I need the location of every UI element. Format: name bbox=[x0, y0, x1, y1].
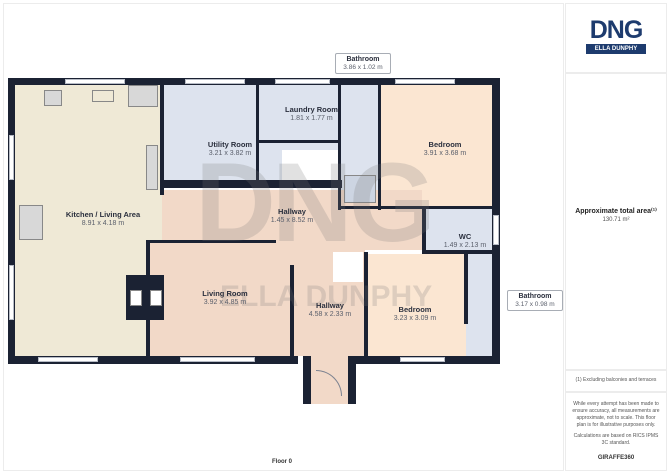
room-name: Laundry Room bbox=[285, 105, 338, 114]
room-name: Kitchen / Living Area bbox=[65, 210, 141, 219]
room-bathroom-right bbox=[466, 254, 496, 356]
room-dimensions: 4.58 x 2.33 m bbox=[308, 311, 352, 318]
wall bbox=[256, 85, 259, 185]
area-title: Approximate total area⁽¹⁾ bbox=[575, 208, 657, 215]
calculation-note: Calculations are based on RICS IPMS 3C s… bbox=[573, 433, 659, 446]
room-dimensions: 3.23 x 3.09 m bbox=[393, 315, 437, 322]
floor-label: Floor 0 bbox=[271, 459, 292, 465]
room-name: Hallway bbox=[278, 207, 306, 216]
room-bedroom-top bbox=[380, 80, 495, 206]
room-dimensions: 3.92 x 4.85 m bbox=[203, 299, 247, 306]
room-name: Bathroom bbox=[346, 56, 380, 63]
room-laundry bbox=[258, 80, 340, 150]
room-label-kitchen: Kitchen / Living Area 8.91 x 4.18 m bbox=[48, 210, 158, 227]
hob-fixture bbox=[44, 90, 62, 106]
room-name: Bathroom bbox=[518, 293, 552, 300]
room-dimensions: 3.86 x 1.02 m bbox=[343, 64, 383, 71]
window bbox=[180, 357, 255, 362]
window bbox=[9, 265, 14, 320]
wall bbox=[422, 208, 426, 253]
wall bbox=[8, 356, 298, 364]
area-box: Approximate total area⁽¹⁾ 130.71 m² bbox=[565, 73, 667, 370]
room-label-hallway-entry: Hallway 4.58 x 2.33 m bbox=[300, 301, 360, 318]
room-wc bbox=[422, 208, 495, 250]
footnote-box: (1) Excluding balconies and terraces bbox=[565, 370, 667, 392]
room-label-bedroom-top: Bedroom 3.91 x 3.68 m bbox=[415, 140, 475, 157]
room-dimensions: 1.81 x 1.77 m bbox=[290, 115, 333, 122]
callout-bathroom-right: Bathroom 3.17 x 0.98 m bbox=[507, 290, 563, 311]
wall bbox=[160, 85, 164, 195]
stove-fixture bbox=[150, 290, 162, 306]
room-bedroom-bottom bbox=[368, 254, 466, 356]
sink-fixture bbox=[92, 90, 114, 102]
room-dimensions: 1.45 x 8.52 m bbox=[270, 217, 314, 224]
room-dimensions: 3.91 x 3.68 m bbox=[423, 150, 467, 157]
room-dimensions: 3.17 x 0.98 m bbox=[515, 301, 555, 308]
window bbox=[9, 135, 14, 180]
window bbox=[493, 215, 499, 245]
window bbox=[185, 79, 245, 84]
stove-fixture bbox=[130, 290, 142, 306]
room-name: Utility Room bbox=[207, 140, 253, 149]
room-label-utility: Utility Room 3.21 x 3.82 m bbox=[195, 140, 265, 157]
brand-logo: DNG bbox=[589, 16, 644, 44]
window bbox=[65, 79, 125, 84]
room-label-laundry: Laundry Room 1.81 x 1.77 m bbox=[279, 105, 344, 122]
cabinet-fixture bbox=[19, 205, 43, 240]
wall bbox=[146, 240, 276, 243]
footnote: (1) Excluding balconies and terraces bbox=[575, 377, 657, 383]
fridge-fixture bbox=[128, 85, 158, 107]
wall bbox=[303, 356, 311, 404]
room-label-bedroom-bottom: Bedroom 3.23 x 3.09 m bbox=[385, 305, 445, 322]
room-stairs bbox=[333, 252, 363, 282]
wall bbox=[378, 85, 381, 210]
room-name: Hallway bbox=[316, 301, 344, 310]
room-dimensions: 3.21 x 3.82 m bbox=[208, 150, 252, 157]
wall bbox=[162, 180, 342, 188]
room-label-hallway-main: Hallway 1.45 x 8.52 m bbox=[262, 207, 322, 224]
wall bbox=[338, 206, 498, 209]
wall bbox=[290, 265, 294, 360]
brand-subtitle: ELLA DUNPHY bbox=[586, 44, 646, 54]
info-panel: DNG ELLA DUNPHY Approximate total area⁽¹… bbox=[565, 3, 667, 471]
brand-box: DNG ELLA DUNPHY bbox=[565, 3, 667, 73]
window bbox=[38, 357, 98, 362]
shower-fixture bbox=[344, 175, 376, 203]
room-dimensions: 8.91 x 4.18 m bbox=[81, 220, 125, 227]
window bbox=[275, 79, 330, 84]
callout-bathroom-top: Bathroom 3.86 x 1.02 m bbox=[335, 53, 391, 74]
room-name: Bedroom bbox=[398, 305, 432, 314]
room-name: Bedroom bbox=[428, 140, 462, 149]
room-name: WC bbox=[458, 232, 472, 241]
disclaimer: While every attempt has been made to ens… bbox=[572, 401, 660, 428]
room-label-wc: WC 1.49 x 2.13 m bbox=[440, 232, 490, 249]
disclaimer-box: While every attempt has been made to ens… bbox=[565, 392, 667, 471]
wall bbox=[256, 140, 340, 143]
wall bbox=[422, 250, 498, 254]
room-dimensions: 1.49 x 2.13 m bbox=[443, 242, 487, 249]
room-living bbox=[148, 243, 293, 356]
area-value: 130.71 m² bbox=[602, 217, 630, 223]
wall bbox=[8, 78, 498, 85]
window bbox=[395, 79, 455, 84]
room-label-living: Living Room 3.92 x 4.85 m bbox=[190, 289, 260, 306]
wall bbox=[364, 252, 368, 360]
cabinet-fixture bbox=[146, 145, 158, 190]
wall bbox=[464, 254, 468, 324]
window bbox=[400, 357, 445, 362]
room-name: Living Room bbox=[202, 289, 248, 298]
wall bbox=[338, 85, 341, 210]
wall bbox=[8, 78, 15, 364]
wall bbox=[348, 356, 356, 404]
software-brand: GIRAFFE360 bbox=[597, 455, 635, 461]
